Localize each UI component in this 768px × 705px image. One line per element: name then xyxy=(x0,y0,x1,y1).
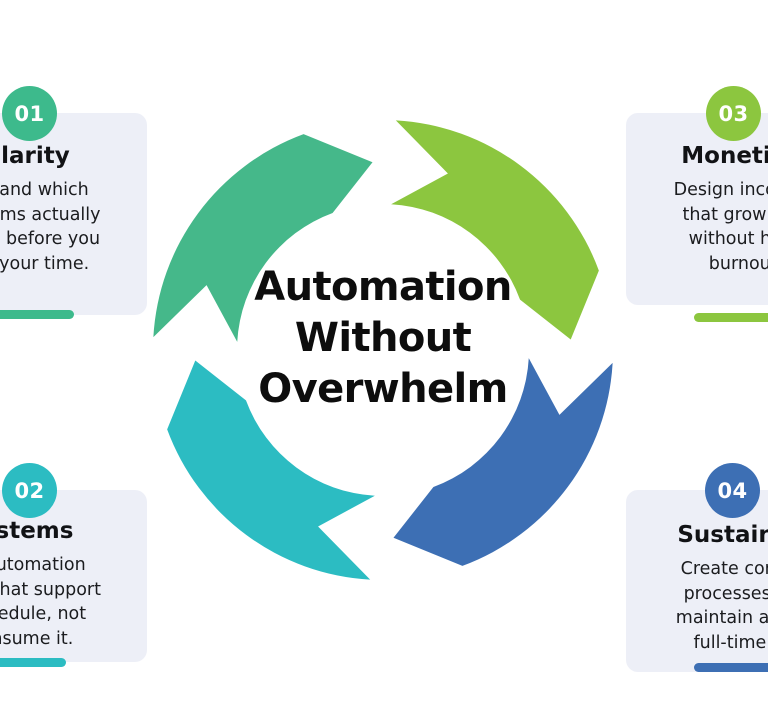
card-systems-body-line-2: ows that support xyxy=(0,579,101,600)
card-systems-body: d automation ows that support schedule, … xyxy=(0,553,131,652)
card-clarity-content: Clarity erstand which latforms actually … xyxy=(0,113,147,299)
ring-segments-group xyxy=(153,120,613,580)
card-monetization-body-line-4: burnout. xyxy=(708,254,768,275)
card-monetization-body: Design income s that grow stea without h… xyxy=(642,178,768,277)
ring-segment-systems[interactable] xyxy=(167,360,375,580)
card-clarity-title: Clarity xyxy=(0,143,70,169)
card-sustainability-body-line-1: Create content xyxy=(680,558,768,579)
card-monetization-body-line-3: without hype xyxy=(688,229,768,250)
card-sustainability-body-line-4: full-time job xyxy=(693,633,768,654)
card-monetization-body-line-1: Design income s xyxy=(673,179,768,200)
cycle-ring xyxy=(153,120,613,580)
card-clarity-body-line-3: goals before you xyxy=(0,229,101,250)
accent-bar-04 xyxy=(694,663,768,672)
card-sustainability-content: Sustainabi Create content processes you … xyxy=(626,490,768,678)
badge-03[interactable]: 03 xyxy=(706,86,761,141)
card-systems-title: ystems xyxy=(0,518,74,544)
card-sustainability-body-line-2: processes you xyxy=(683,583,768,604)
card-clarity-body-line-2: latforms actually xyxy=(0,204,101,225)
card-monetization-body-line-2: that grow stea xyxy=(682,204,768,225)
card-monetization-title: Monetizat xyxy=(681,143,768,169)
badge-04[interactable]: 04 xyxy=(705,463,760,518)
card-systems-body-line-1: d automation xyxy=(0,554,86,575)
ring-segment-monetization[interactable] xyxy=(391,120,599,340)
card-monetization[interactable]: Monetizat Design income s that grow stea… xyxy=(626,113,768,305)
card-clarity-body: erstand which latforms actually goals be… xyxy=(0,178,131,277)
card-sustainability[interactable]: Sustainabi Create content processes you … xyxy=(626,490,768,672)
card-systems-body-line-3: schedule, not xyxy=(0,604,87,625)
card-clarity-body-line-4: mit your time. xyxy=(0,254,90,275)
card-clarity-body-line-1: erstand which xyxy=(0,179,89,200)
card-sustainability-body: Create content processes you maintain al… xyxy=(642,557,768,656)
card-clarity[interactable]: Clarity erstand which latforms actually … xyxy=(0,113,147,315)
card-sustainability-title: Sustainabi xyxy=(677,522,768,548)
badge-01[interactable]: 01 xyxy=(2,86,57,141)
card-monetization-content: Monetizat Design income s that grow stea… xyxy=(626,113,768,299)
accent-bar-02 xyxy=(0,658,66,667)
ring-segment-sustainability[interactable] xyxy=(393,358,613,566)
card-systems[interactable]: ystems d automation ows that support sch… xyxy=(0,490,147,662)
ring-segment-clarity[interactable] xyxy=(153,134,373,342)
cycle-ring-svg xyxy=(153,120,613,580)
badge-02[interactable]: 02 xyxy=(2,463,57,518)
card-sustainability-body-line-3: maintain alongs xyxy=(675,608,768,629)
accent-bar-03 xyxy=(694,313,768,322)
card-systems-body-line-4: onsume it. xyxy=(0,629,74,650)
card-systems-content: ystems d automation ows that support sch… xyxy=(0,490,147,674)
accent-bar-01 xyxy=(0,310,74,319)
